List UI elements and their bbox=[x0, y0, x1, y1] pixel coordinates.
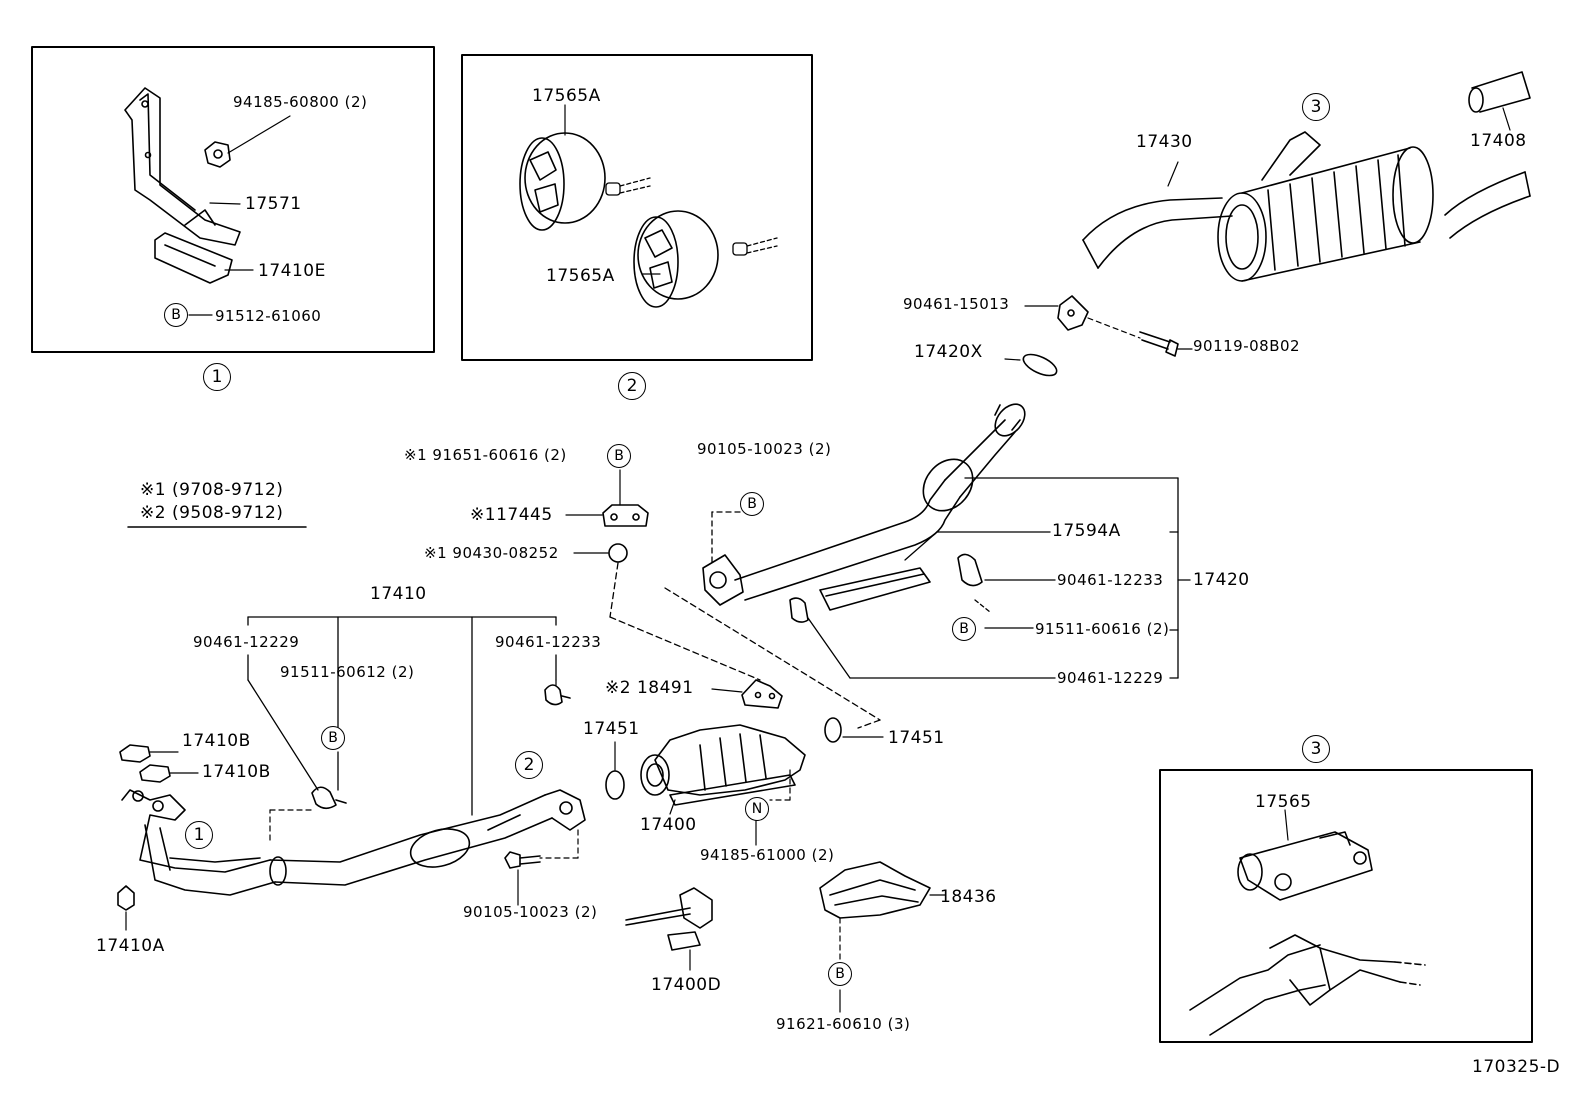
insulator-18436-drawing bbox=[819, 861, 931, 919]
gasket-17451-left-drawing bbox=[605, 770, 625, 800]
hanger-17565-drawing bbox=[1237, 831, 1373, 901]
callout-b-insulator: B bbox=[828, 962, 852, 986]
group-bracket-17410 bbox=[247, 616, 557, 816]
hanger-bracket-drawing bbox=[1057, 295, 1089, 331]
label-support-17400d: 17400D bbox=[651, 975, 722, 995]
stud-bolt-90105-front-drawing bbox=[504, 851, 541, 869]
nut-94185-60800-drawing bbox=[204, 141, 231, 168]
label-center-pipe-17420: 17420 bbox=[1193, 570, 1250, 590]
label-bolt-91511-60616: 91511-60616 (2) bbox=[1035, 620, 1170, 638]
inset-box-1 bbox=[31, 46, 435, 353]
center-pipe-17420-drawing bbox=[702, 403, 1026, 606]
gaskets-17410b-drawing bbox=[119, 744, 171, 783]
label-bracket-18491: ※2 18491 bbox=[605, 678, 694, 698]
label-gasket-17410b-2: 17410B bbox=[202, 762, 271, 782]
support-17400d-drawing bbox=[625, 887, 713, 951]
label-hanger-17565: 17565 bbox=[1255, 792, 1312, 812]
plate-17445-drawing bbox=[602, 504, 649, 527]
caption-box-2: 2 bbox=[618, 372, 646, 400]
label-bolt-90119-08b02: 90119-08B02 bbox=[1193, 337, 1301, 355]
label-stud-bolt-90105-10023-center: 90105-10023 (2) bbox=[697, 440, 832, 458]
heading-box-3: 3 bbox=[1302, 735, 1330, 763]
label-bracket-90461-15013: 90461-15013 bbox=[903, 295, 1010, 313]
nut-17410a-drawing bbox=[117, 885, 135, 911]
label-clamp-90461-12229-front: 90461-12229 bbox=[193, 633, 300, 651]
group-bracket-17420 bbox=[711, 477, 1191, 679]
exhaust-pipe-17410-drawing bbox=[121, 789, 586, 896]
label-bolt-91511-60612: 91511-60612 (2) bbox=[280, 663, 415, 681]
muffler-drawing bbox=[1217, 131, 1434, 282]
center-clamps-drawing bbox=[789, 553, 983, 623]
callout-3-muffler: 3 bbox=[1302, 93, 1330, 121]
label-bolt-91651-60616: ※1 91651-60616 (2) bbox=[404, 446, 567, 464]
label-exhaust-pipe-17410: 17410 bbox=[370, 584, 427, 604]
bolt-90119-drawing bbox=[1139, 331, 1179, 357]
clamp-front-right-drawing bbox=[544, 684, 571, 706]
gasket-17420x-drawing bbox=[1022, 353, 1058, 377]
label-plate-17445: ※117445 bbox=[470, 505, 553, 525]
label-gasket-17451-right: 17451 bbox=[888, 728, 945, 748]
label-gasket-17410b-1: 17410B bbox=[182, 731, 251, 751]
inset-box-2 bbox=[461, 54, 813, 361]
callout-b-front: B bbox=[321, 726, 345, 750]
bracket-18491-drawing bbox=[741, 679, 783, 709]
label-gasket-17451-left: 17451 bbox=[583, 719, 640, 739]
label-clamp-90461-12229-center: 90461-12229 bbox=[1057, 669, 1164, 687]
callout-1-manifold: 1 bbox=[185, 821, 213, 849]
label-catalytic-converter-17400: 17400 bbox=[640, 815, 697, 835]
heat-insulator-17594a-drawing bbox=[819, 567, 931, 611]
callout-b-box1: B bbox=[164, 303, 188, 327]
diagram-id: 170325-D bbox=[1472, 1057, 1561, 1077]
callout-n-converter: N bbox=[745, 797, 769, 821]
callout-b-upper: B bbox=[607, 444, 631, 468]
note-1: ※1 (9708-9712) bbox=[140, 480, 284, 500]
label-insulator-18436: 18436 bbox=[940, 887, 997, 907]
inset-box-3 bbox=[1159, 769, 1533, 1043]
label-tail-tip-17408: 17408 bbox=[1470, 131, 1527, 151]
note-2: ※2 (9508-9712) bbox=[140, 503, 284, 523]
hanger-installed-drawing bbox=[1189, 934, 1426, 1036]
plate-17410e-drawing bbox=[154, 232, 233, 284]
label-clamp-90461-12233-front: 90461-12233 bbox=[495, 633, 602, 651]
gasket-17451-right-drawing bbox=[824, 717, 842, 743]
clamp-front-left-drawing bbox=[311, 786, 347, 810]
bracket-17571-drawing bbox=[124, 87, 241, 246]
label-bracket-17571: 17571 bbox=[245, 194, 302, 214]
label-mount-17565a-upper: 17565A bbox=[532, 86, 601, 106]
caption-box-1: 1 bbox=[203, 363, 231, 391]
callout-b-center-bolt: B bbox=[952, 617, 976, 641]
label-bolt-91512-61060: 91512-61060 bbox=[215, 307, 322, 325]
label-nut-94185-61000: 94185-61000 (2) bbox=[700, 846, 835, 864]
callout-b-center-stud: B bbox=[740, 492, 764, 516]
label-bolt-91621-60610: 91621-60610 (3) bbox=[776, 1015, 911, 1033]
tail-tip-17408-drawing bbox=[1468, 71, 1531, 131]
label-tail-pipe-17430: 17430 bbox=[1136, 132, 1193, 152]
label-mount-17565a-lower: 17565A bbox=[546, 266, 615, 286]
label-nut-90430-08252: ※1 90430-08252 bbox=[424, 544, 559, 562]
mount-bolts-drawing bbox=[605, 177, 778, 256]
nut-90430-drawing bbox=[608, 543, 628, 563]
label-plate-17410e: 17410E bbox=[258, 261, 326, 281]
tail-pipe-17430-drawing bbox=[1082, 171, 1531, 269]
mount-17565a-lower-drawing bbox=[633, 210, 719, 308]
callout-2-mount: 2 bbox=[515, 751, 543, 779]
label-gasket-17420x: 17420X bbox=[914, 342, 983, 362]
label-nut-94185-60800: 94185-60800 (2) bbox=[233, 93, 368, 111]
label-heat-insulator-17594a: 17594A bbox=[1052, 521, 1121, 541]
label-nut-17410a: 17410A bbox=[96, 936, 165, 956]
label-stud-bolt-90105-10023-front: 90105-10023 (2) bbox=[463, 903, 598, 921]
label-clamp-90461-12233-center: 90461-12233 bbox=[1057, 571, 1164, 589]
catalytic-converter-17400-drawing bbox=[640, 724, 806, 806]
